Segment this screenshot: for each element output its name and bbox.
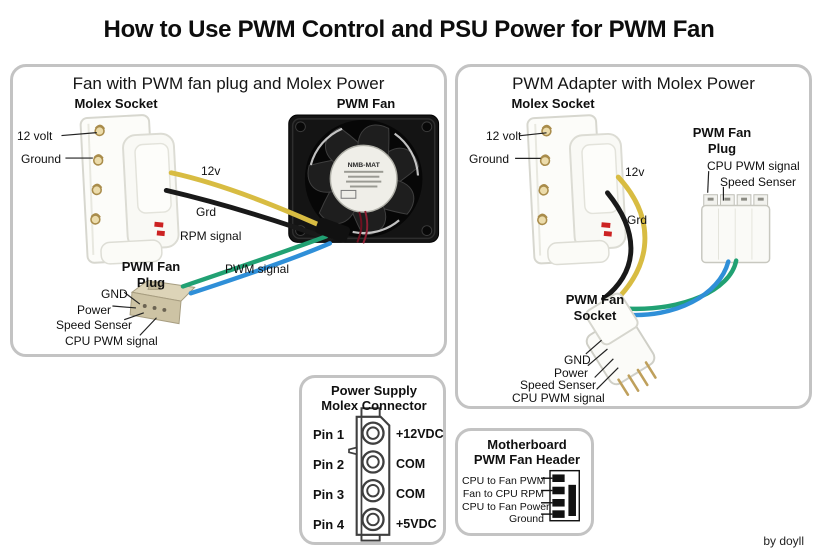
- right-molex-socket-label: Molex Socket: [511, 96, 595, 111]
- psu-pin1-label: Pin 1: [313, 427, 345, 442]
- psu-pin2-value: COM: [396, 457, 426, 471]
- right-plug-cpu-pwm-label: CPU PWM signal: [707, 159, 800, 173]
- fan-header-pins: [552, 474, 576, 518]
- right-panel-illustration: [515, 112, 771, 396]
- left-wire-rpm-label: RPM signal: [180, 229, 242, 243]
- psu-pin3-value: COM: [396, 487, 426, 501]
- psu-pin4-label: Pin 4: [313, 517, 345, 532]
- psu-pin3-label: Pin 3: [313, 487, 345, 502]
- left-panel-illustration: NMB-MAT: [61, 112, 440, 336]
- left-wire-grd-label: Grd: [196, 205, 217, 219]
- molex-connector-pins: [361, 421, 385, 532]
- fan-hub-brand: NMB-MAT: [348, 162, 381, 169]
- left-plug-power-label: Power: [77, 303, 112, 317]
- mb-header-illustration: [541, 469, 580, 522]
- panel-pwm-adapter: PWM Adapter with Molex Power Molex Socke…: [455, 64, 812, 409]
- mb-row-cpu-to-fan-power: CPU to Fan Power: [462, 501, 550, 513]
- left-plug-title-line1: PWM Fan: [121, 259, 181, 274]
- mb-row-fan-to-cpu-rpm: Fan to CPU RPM: [462, 488, 544, 500]
- right-wire-12v-label: 12v: [625, 165, 645, 179]
- right-plug-title-line1: PWM Fan: [692, 125, 752, 140]
- mb-row-cpu-to-fan-pwm: CPU to Fan PWM: [462, 475, 546, 487]
- page-title: How to Use PWM Control and PSU Power for…: [103, 16, 715, 43]
- wire-pwm-blue: [621, 259, 731, 318]
- right-socket-gnd-label: GND: [564, 353, 591, 367]
- mb-title-line1: Motherboard: [487, 437, 567, 452]
- mb-row-ground: Ground: [508, 513, 544, 525]
- right-wires: [601, 174, 739, 318]
- right-12volt-label: 12 volt: [486, 129, 522, 143]
- mb-leader-lines: [541, 477, 553, 515]
- left-pwm-fan-label: PWM Fan: [336, 96, 396, 111]
- molex-socket-graphic: [526, 112, 629, 267]
- wire-12v-yellow: [168, 170, 335, 234]
- fan-hub-cert-mark: [340, 189, 357, 199]
- left-12volt-label: 12 volt: [17, 129, 53, 143]
- right-leader-lines: [515, 132, 724, 390]
- panel-mb-header: Motherboard PWM Fan Header CPU to Fan PW…: [455, 428, 594, 536]
- fan-hub-wire: [356, 211, 363, 243]
- wire-speed-green: [626, 258, 739, 311]
- left-wire-12v-label: 12v: [201, 164, 221, 178]
- right-plug-title-line2: Plug: [707, 141, 737, 156]
- right-socket-speed-label: Speed Senser: [520, 378, 597, 392]
- left-molex-socket-label: Molex Socket: [74, 96, 158, 111]
- panel-fan-with-pwm-plug: NMB-MAT: [10, 64, 447, 357]
- right-wire-grd-label: Grd: [627, 213, 648, 227]
- left-plug-speed-label: Speed Senser: [56, 318, 133, 332]
- psu-title-line1: Power Supply: [331, 383, 417, 398]
- left-plug-gnd-label: GND: [101, 287, 128, 301]
- left-panel-title: Fan with PWM fan plug and Molex Power: [72, 74, 385, 93]
- right-plug-speed-label: Speed Senser: [720, 175, 797, 189]
- fan-header-key-tab: [568, 484, 576, 516]
- left-leader-lines: [61, 132, 157, 336]
- fan-hub-sticker: [329, 144, 398, 213]
- pwm-fan-plug-graphic: [129, 280, 196, 325]
- left-signal-wires: [180, 234, 333, 296]
- molex-connector-outline: [348, 407, 391, 542]
- pwm-fan-socket-graphic: [585, 292, 657, 396]
- left-wires: [163, 170, 335, 242]
- right-socket-power-label: Power: [554, 366, 589, 380]
- left-plug-title-line2: Plug: [136, 275, 166, 290]
- right-socket-title-line1: PWM Fan: [565, 292, 625, 307]
- left-plug-cpu-pwm-label: CPU PWM signal: [65, 334, 158, 348]
- psu-title-line2: Molex Connector: [321, 398, 427, 413]
- left-wire-pwm-label: PWM signal: [225, 262, 290, 276]
- psu-pin1-value: +12VDC: [396, 427, 444, 441]
- psu-pin2-label: Pin 2: [313, 457, 345, 472]
- credit-text: by doyll: [763, 534, 804, 548]
- wire-pwm-blue: [188, 241, 333, 296]
- right-ground-label: Ground: [469, 152, 510, 166]
- pwm-fan-plug-graphic: [701, 194, 771, 264]
- panel-psu-molex: Power Supply Molex Connector Pin 1 +12VD…: [299, 375, 446, 545]
- fan-hub-wire: [362, 210, 369, 244]
- wire-ground-black: [163, 187, 333, 242]
- right-socket-cpu-pwm-label: CPU PWM signal: [512, 391, 605, 405]
- mb-title-line2: PWM Fan Header: [473, 452, 581, 467]
- right-socket-title-line2: Socket: [573, 308, 617, 323]
- fan-wire-clamp: [315, 217, 351, 243]
- psu-connector-illustration: [348, 407, 391, 542]
- psu-pin4-value: +5VDC: [396, 517, 437, 531]
- right-panel-title: PWM Adapter with Molex Power: [512, 74, 755, 93]
- pwm-fan-graphic: NMB-MAT: [288, 114, 440, 244]
- wire-12v-yellow: [610, 174, 648, 306]
- wire-rpm-green: [180, 234, 329, 289]
- left-ground-label: Ground: [21, 152, 62, 166]
- wire-ground-black: [601, 190, 634, 302]
